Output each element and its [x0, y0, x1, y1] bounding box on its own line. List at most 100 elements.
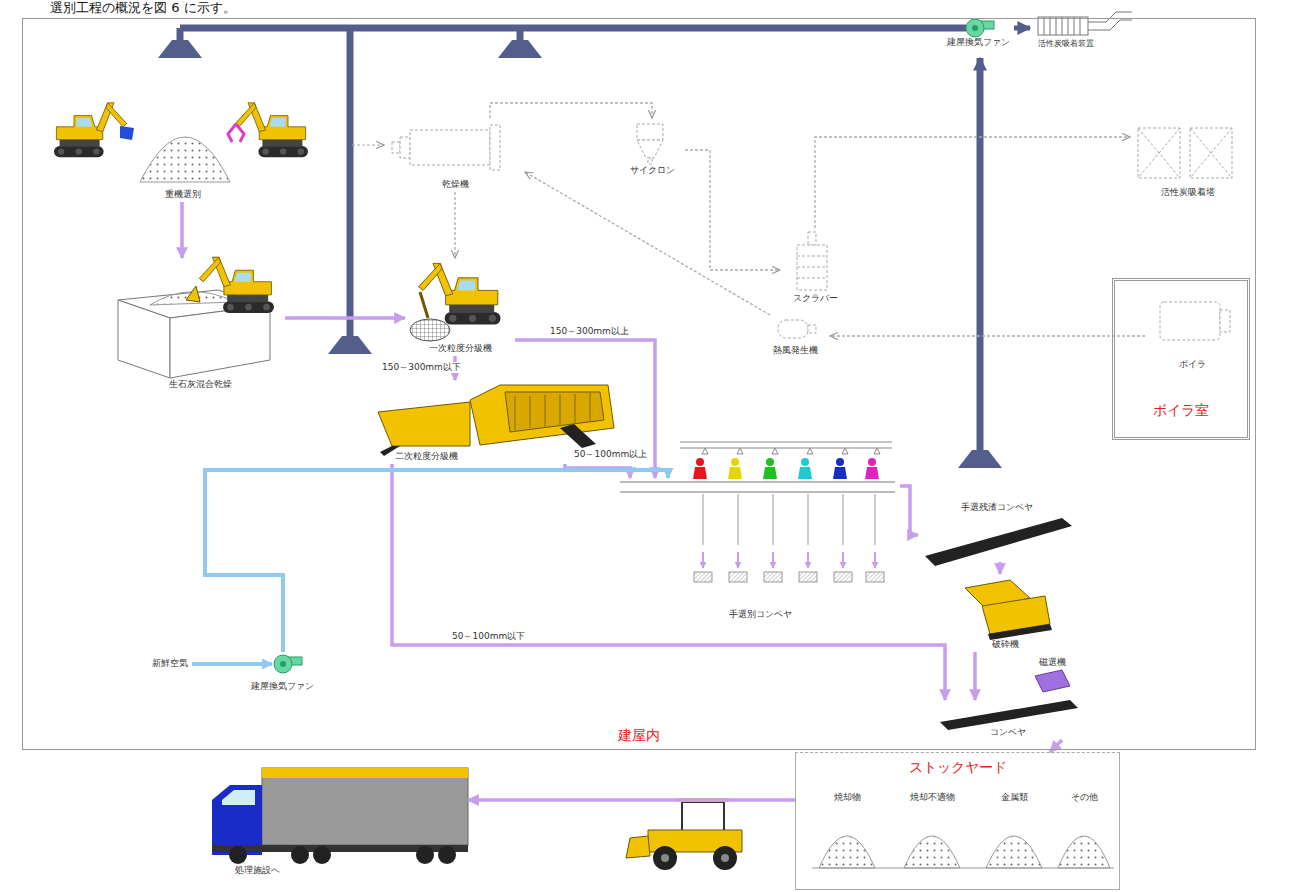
hand-sorting-line-part-part: [842, 448, 848, 454]
flow-arrow: [900, 486, 918, 535]
hand-sorting-line-part-part: [866, 572, 884, 582]
primary-screen: 一次粒度分級機: [405, 258, 515, 356]
carbon-filter-device-part: [1038, 17, 1088, 35]
hand-sorting-line-part-part: [696, 458, 704, 466]
hand-sorting-line-part-part: [807, 448, 813, 454]
node-label: 建屋換気ファン: [947, 37, 1010, 48]
hand-sorting-line-part-part: [836, 458, 844, 466]
wheel-loader-part: [721, 854, 729, 862]
exhaust-duct-part: [347, 28, 354, 336]
gas-treatment-equipment-part: [637, 140, 663, 158]
exhaust-duct-part: [977, 58, 984, 450]
node-label: 一次粒度分級機: [429, 343, 492, 354]
node-label: 手選別コンベヤ: [729, 609, 792, 620]
ventilation-fan-part: [192, 662, 272, 666]
hand-sorting-line-part-part: [693, 467, 707, 479]
stock-bay: その他: [1055, 790, 1113, 878]
exhaust-duct-part: [328, 336, 372, 354]
edge-label: 50～100mm以下: [450, 631, 527, 642]
node-label: 活性炭吸着塔: [1161, 187, 1215, 198]
mixing-pit-part: [170, 305, 270, 378]
scrubber: スクラバー: [780, 228, 850, 306]
gas-treatment-equipment-part: [778, 320, 808, 338]
flow-arrow: [815, 137, 1130, 228]
gas-treatment-equipment-part: [648, 158, 652, 164]
truck-part: [222, 790, 255, 805]
crushing-line-part: [1035, 670, 1070, 692]
gas-treatment-equipment-part: [1160, 302, 1220, 340]
hand-sorting-line-part: [703, 552, 875, 568]
node-label: 乾燥機: [442, 179, 469, 190]
hand-sorting-line-part-part: [874, 552, 876, 568]
node-label: スクラバー: [793, 293, 838, 304]
hand-sorting-line-part-part: [833, 467, 847, 479]
exhaust-fan: 建屋換気ファン: [943, 14, 1014, 50]
truck-part: [262, 768, 468, 845]
node-label: 焼却物: [834, 792, 861, 803]
node-label: ボイラ: [1179, 359, 1206, 370]
gas-treatment-equipment-part: [410, 130, 490, 165]
hand-sorting-line-part-part: [772, 448, 778, 454]
flow-arrow: [525, 172, 770, 315]
sorting-station: 重機選別: [50, 95, 315, 202]
hand-sorting-line-part-part: [702, 448, 708, 454]
wheel-loader-part: [682, 802, 724, 830]
gas-treatment-equipment-part: [808, 325, 816, 333]
conveyor: コンベヤ: [935, 700, 1080, 740]
gas-treatment-equipment-part: [808, 232, 816, 245]
hand-sorting-line-part-part: [798, 467, 812, 479]
gas-treatment-equipment-part: [1138, 128, 1232, 178]
building-region: 建屋内重機選別乾燥機サイクロン建屋換気ファン生石灰混合乾燥一次粒度分級機スクラバ…: [22, 18, 1256, 750]
flow-arrow: [515, 340, 655, 478]
node-label: 建屋換気ファン: [251, 681, 314, 692]
gas-treatment-equipment-part: [797, 245, 827, 290]
node-label: 処理施設へ: [235, 865, 280, 876]
stock-pile-part: [812, 868, 1114, 869]
wheel-loader-part: [661, 854, 669, 862]
magnetic-separator: 磁選機: [1020, 655, 1085, 700]
ventilation-fan-part: [966, 19, 984, 37]
hand-sorting-line-part-part: [764, 572, 782, 582]
node-label: 焼却不適物: [910, 792, 955, 803]
hand-sorting-line-part-part: [703, 494, 875, 545]
gas-treatment-equipment: [352, 124, 1232, 340]
hand-sorting-line-part: [680, 442, 892, 448]
mixing-pit-part: [186, 286, 200, 302]
truck-part: [438, 846, 456, 864]
dryer: 乾燥機: [385, 118, 525, 192]
carbon-filter-device-part: [1044, 17, 1080, 35]
exhaust-duct: [158, 28, 1002, 468]
mixing-pit-part-part: [199, 257, 274, 313]
hand-sorting-line-part-part: [737, 552, 739, 568]
flow-arrow: [973, 652, 977, 700]
flow-arrow: [205, 470, 668, 652]
hand-sorting-line-part-part: [772, 552, 774, 568]
gas-treatment-equipment-part: [637, 124, 663, 140]
mixing-pit: 生石灰混合乾燥: [115, 258, 285, 392]
node-label: コンベヤ: [990, 727, 1026, 738]
wheel-loader-part: [626, 836, 650, 858]
stock-pile-part: [904, 836, 960, 868]
edge-label: 50～100mm以上: [572, 449, 649, 460]
stockyard: ストックヤード焼却物焼却不適物金属類その他: [795, 752, 1120, 890]
mixing-pit: [118, 257, 274, 378]
carbon-filter: 活性炭吸着装置: [1030, 14, 1102, 50]
carbon-tower: 活性炭吸着塔: [1130, 125, 1245, 200]
sieve-excavator-part: [410, 319, 450, 341]
stock-pile-part: [819, 836, 875, 868]
ventilation-fan-part: [280, 661, 286, 667]
boiler-room: ボイラ室ボイラ: [1112, 278, 1250, 440]
hand-sorting-line-part: [620, 482, 895, 492]
excavator-pair-part: [235, 103, 308, 157]
node-label: 生石灰混合乾燥: [169, 379, 232, 390]
crushing-line-part: [988, 624, 1052, 640]
crushing-line-part: [940, 700, 1078, 730]
air-label: 新鮮空気: [150, 658, 190, 669]
flow-arrow: [468, 798, 795, 802]
hand-sorting-line-part-part: [729, 572, 747, 582]
hand-sorting-line-part-part: [799, 572, 817, 582]
gas-treatment-equipment-part: [400, 137, 410, 158]
